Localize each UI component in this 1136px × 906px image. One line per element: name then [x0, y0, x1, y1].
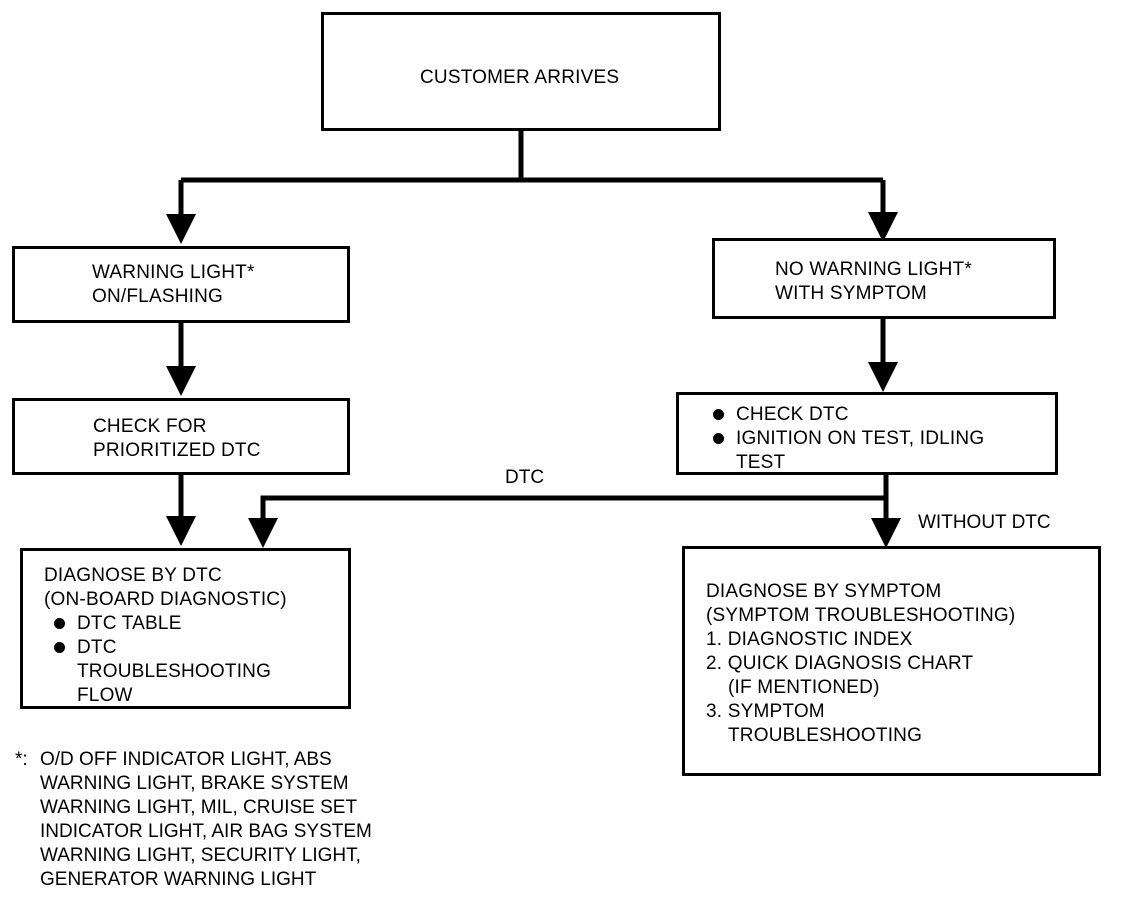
bullet-icon: [713, 409, 724, 420]
diagnose-dtc-title-line2: (ON-BOARD DIAGNOSTIC): [44, 589, 287, 610]
diagnose-symptom-subtitle: (SYMPTOM TROUBLESHOOTING): [706, 605, 1016, 626]
arrowhead-no-warning: [868, 212, 898, 242]
footnote-line: WARNING LIGHT, BRAKE SYSTEM: [40, 773, 349, 794]
connector-dtc-branch: [260, 495, 886, 522]
diagnose-by-dtc-box: DIAGNOSE BY DTC (ON-BOARD DIAGNOSTIC) DT…: [20, 548, 351, 709]
check-dtc-item: CHECK DTC: [713, 403, 984, 427]
arrowhead-dtc-branch: [248, 518, 278, 548]
arrowhead-diagnose-symptom: [871, 518, 901, 548]
ignition-test-line1: IGNITION ON TEST, IDLING: [736, 428, 985, 449]
check-prioritized-line1: CHECK FOR: [93, 416, 207, 437]
footnote: *: O/D OFF INDICATOR LIGHT, ABS WARNING …: [15, 748, 372, 892]
symptom-item-continued: TROUBLESHOOTING: [728, 725, 923, 746]
diagnose-by-symptom-box: DIAGNOSE BY SYMPTOM (SYMPTOM TROUBLESHOO…: [682, 546, 1101, 776]
bullet-icon: [713, 433, 724, 444]
customer-arrives-box: CUSTOMER ARRIVES: [321, 12, 721, 131]
dtc-table-label: DTC TABLE: [77, 613, 182, 634]
footnote-line: WARNING LIGHT, MIL, CRUISE SET: [40, 797, 358, 818]
warning-light-line2: ON/FLASHING: [92, 286, 223, 307]
no-warning-light-line2: WITH SYMPTOM: [775, 283, 927, 304]
dtc-troubleshooting-line3: FLOW: [77, 685, 133, 706]
diagnose-symptom-title: DIAGNOSE BY SYMPTOM: [706, 581, 942, 602]
if-mentioned-note: (IF MENTIONED): [728, 677, 880, 698]
diagnostic-index-item: 1. DIAGNOSTIC INDEX: [706, 629, 913, 650]
footnote-line: WARNING LIGHT, SECURITY LIGHT,: [40, 845, 361, 866]
dtc-troubleshooting-item: DTC TROUBLESHOOTING FLOW: [54, 636, 287, 708]
quick-diagnosis-item: 2. QUICK DIAGNOSIS CHART: [706, 653, 974, 674]
bullet-icon: [54, 642, 65, 653]
dtc-troubleshooting-line1: DTC: [77, 637, 117, 658]
check-prioritized-dtc-box: CHECK FOR PRIORITIZED DTC: [12, 398, 350, 475]
arrowhead-diagnose-dtc: [166, 516, 196, 546]
footnote-line: INDICATOR LIGHT, AIR BAG SYSTEM: [40, 821, 372, 842]
check-prioritized-line2: PRIORITIZED DTC: [93, 440, 261, 461]
footnote-marker: *:: [15, 749, 28, 770]
ignition-test-item: IGNITION ON TEST, IDLING TEST: [713, 427, 984, 475]
without-dtc-edge-label: WITHOUT DTC: [918, 512, 1051, 533]
footnote-line: GENERATOR WARNING LIGHT: [40, 869, 317, 890]
customer-arrives-label: CUSTOMER ARRIVES: [420, 67, 620, 88]
dtc-troubleshooting-line2: TROUBLESHOOTING: [77, 661, 272, 682]
check-dtc-box: CHECK DTC IGNITION ON TEST, IDLING TEST: [676, 392, 1058, 475]
ignition-test-line2: TEST: [736, 452, 786, 473]
arrowhead-warning: [166, 214, 196, 244]
arrowhead-check-prioritized: [166, 366, 196, 396]
check-dtc-label: CHECK DTC: [736, 404, 849, 425]
no-warning-light-box: NO WARNING LIGHT* WITH SYMPTOM: [712, 238, 1056, 319]
warning-light-line1: WARNING LIGHT*: [92, 262, 255, 283]
dtc-table-item: DTC TABLE: [54, 612, 287, 636]
bullet-icon: [54, 618, 65, 629]
connector-customer-split: [181, 130, 883, 183]
footnote-line: O/D OFF INDICATOR LIGHT, ABS: [40, 749, 332, 770]
no-warning-light-line1: NO WARNING LIGHT*: [775, 259, 972, 280]
arrowhead-check-dtc: [868, 362, 898, 392]
dtc-edge-label: DTC: [505, 467, 545, 488]
diagnose-dtc-title-line1: DIAGNOSE BY DTC: [44, 565, 222, 586]
symptom-item: 3. SYMPTOM: [706, 701, 825, 722]
warning-light-box: WARNING LIGHT* ON/FLASHING: [12, 246, 350, 323]
